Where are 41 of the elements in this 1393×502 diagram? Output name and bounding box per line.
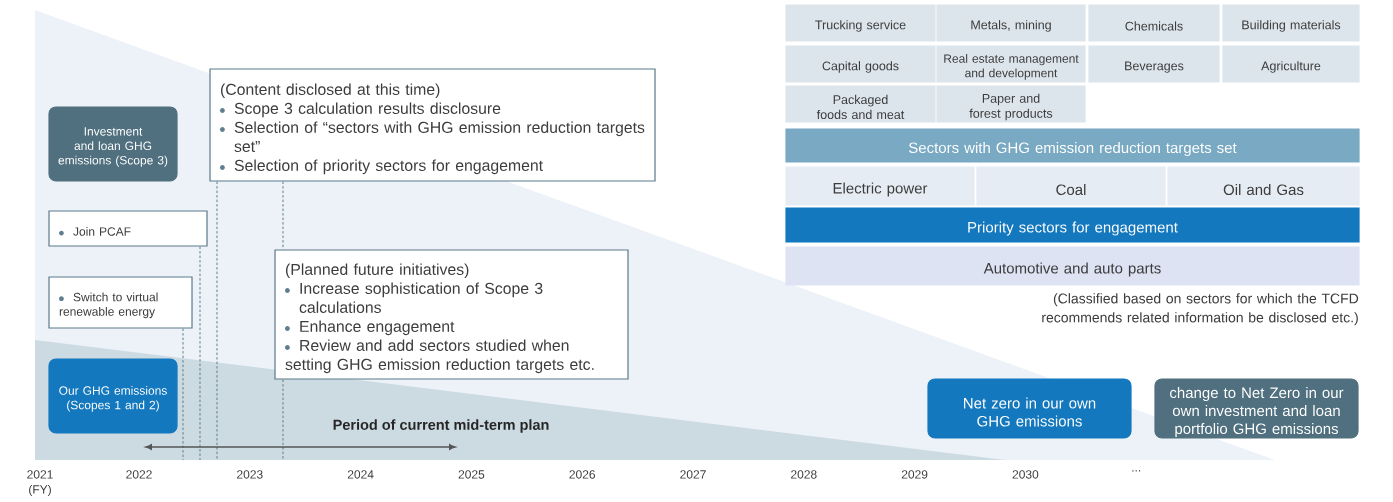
year-label: 2023 bbox=[237, 470, 263, 479]
sector-cell: Building materials bbox=[1222, 4, 1360, 42]
text-box: (Content disclosed at this time) Scope 3 calculation results disclosure Selection of “sectors with GHG emission reduction targets set” Selection of priority sectors for engagement bbox=[209, 68, 656, 182]
year-label: 2027 bbox=[680, 470, 706, 479]
sector-cell: Metals, mining bbox=[936, 4, 1086, 42]
leader-line bbox=[282, 181, 284, 250]
sector-cell: Real estate management and development bbox=[936, 45, 1086, 83]
sector-cell: Paper and forest products bbox=[936, 85, 1086, 123]
sector-cell: Beverages bbox=[1088, 45, 1220, 83]
sector-cell: Oil and Gas bbox=[1167, 166, 1360, 206]
sector-cell: Electric power bbox=[785, 166, 975, 206]
sector-cell: Chemicals bbox=[1088, 4, 1220, 42]
period-label: Period of current mid-term plan bbox=[333, 419, 549, 433]
sector-cell: Packaged foods and meat bbox=[785, 85, 936, 123]
process-box: Investment and loan GHG emissions (Scope 3) bbox=[48, 106, 178, 182]
year-label: 2028 bbox=[791, 470, 817, 479]
text-box: Join PCAF bbox=[48, 210, 208, 247]
sector-cell: Agriculture bbox=[1222, 45, 1360, 83]
sector-cell: Coal bbox=[976, 166, 1166, 206]
year-label: 2030 bbox=[1012, 470, 1039, 479]
header-bar: Priority sectors for engagement bbox=[785, 207, 1360, 243]
process-box: Our GHG emissions (Scopes 1 and 2) bbox=[48, 358, 178, 434]
text-box: Switch to virtual renewable energy bbox=[48, 276, 193, 329]
leader-line bbox=[216, 181, 218, 461]
goal-box: Net zero in our own GHG emissions bbox=[927, 378, 1132, 439]
goal-box: change to Net Zero in our own investment and loan portfolio GHG emissions bbox=[1154, 378, 1359, 439]
header-bar: Sectors with GHG emission reduction targets set bbox=[785, 128, 1360, 163]
sector-cell: Capital goods bbox=[785, 45, 936, 83]
leader-line bbox=[182, 328, 184, 461]
sector-cell: Automotive and auto parts bbox=[785, 246, 1360, 286]
year-label: ... bbox=[1132, 470, 1141, 472]
sector-cell: Trucking service bbox=[785, 4, 936, 42]
year-label: 2029 bbox=[901, 470, 928, 479]
text-box: (Planned future initiatives) Increase sophistication of Scope 3 calculations Enhance engagement Review and add sectors studied when setting GHG emission reduction targets etc. bbox=[274, 249, 629, 380]
year-label: 2022 bbox=[126, 470, 152, 479]
leader-line bbox=[199, 246, 201, 461]
leader-line bbox=[282, 379, 284, 461]
year-label: 2025 bbox=[458, 470, 485, 479]
year-label: 2024 bbox=[347, 470, 374, 479]
year-label: 2021 (FY) bbox=[27, 470, 53, 497]
year-label: 2026 bbox=[569, 470, 595, 479]
